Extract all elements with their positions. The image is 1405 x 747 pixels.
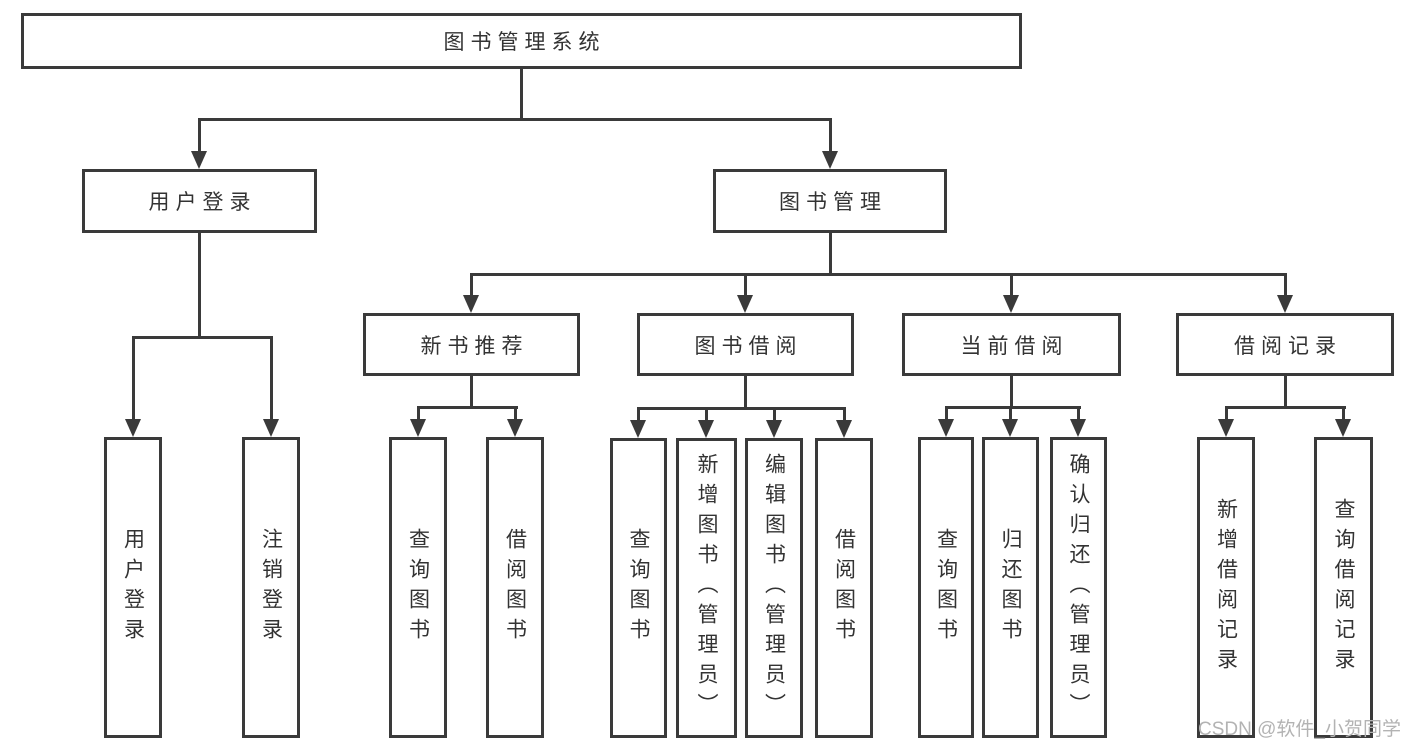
node-new-book-rec: 新书推荐 xyxy=(363,313,580,376)
connector-line xyxy=(637,407,846,410)
connector-line xyxy=(843,407,846,421)
arrow-down-icon xyxy=(507,419,523,437)
connector-line xyxy=(744,273,747,298)
node-rec-borrow-label: 借阅图书 xyxy=(503,527,527,648)
connector-line xyxy=(637,407,640,421)
arrow-down-icon xyxy=(737,295,753,313)
node-ul-login: 用户登录 xyxy=(104,437,162,738)
node-ul-login-label: 用户登录 xyxy=(121,527,145,648)
node-root: 图书管理系统 xyxy=(21,13,1022,69)
connector-line xyxy=(470,376,473,406)
connector-line xyxy=(132,336,273,339)
connector-line xyxy=(1009,406,1012,421)
connector-line xyxy=(1010,273,1013,298)
node-borrow-records-label: 借阅记录 xyxy=(1234,334,1342,358)
arrow-down-icon xyxy=(938,419,954,437)
node-cb-query-label: 查询图书 xyxy=(934,527,958,648)
node-bb-add: 新增图书（管理员） xyxy=(676,438,737,738)
connector-line xyxy=(270,336,273,421)
arrow-down-icon xyxy=(822,151,838,169)
connector-line xyxy=(520,69,523,118)
node-rec-query: 查询图书 xyxy=(389,437,447,738)
arrow-down-icon xyxy=(263,419,279,437)
connector-line xyxy=(829,118,832,153)
arrow-down-icon xyxy=(1335,419,1351,437)
arrow-down-icon xyxy=(1003,295,1019,313)
node-root-label: 图书管理系统 xyxy=(443,31,606,54)
connector-line xyxy=(470,273,1287,276)
node-bb-edit: 编辑图书（管理员） xyxy=(745,438,803,738)
connector-line xyxy=(417,406,518,409)
arrow-down-icon xyxy=(1277,295,1293,313)
node-user-login-label: 用户登录 xyxy=(148,191,257,214)
connector-line xyxy=(198,233,201,336)
connector-line xyxy=(1284,273,1287,298)
connector-line xyxy=(744,376,747,407)
node-cb-confirm: 确认归还（管理员） xyxy=(1050,437,1107,738)
connector-line xyxy=(1342,406,1345,421)
node-user-login: 用户登录 xyxy=(82,169,317,233)
arrow-down-icon xyxy=(766,420,782,438)
connector-line xyxy=(1225,406,1346,409)
node-cb-query: 查询图书 xyxy=(918,437,974,738)
node-br-add-label: 新增借阅记录 xyxy=(1214,497,1238,678)
node-bb-borrow-label: 借阅图书 xyxy=(832,528,856,648)
node-book-mgmt-label: 图书管理 xyxy=(779,191,887,214)
node-bb-borrow: 借阅图书 xyxy=(815,438,873,738)
node-br-query-label: 查询借阅记录 xyxy=(1332,497,1355,678)
node-current-borrow: 当前借阅 xyxy=(902,313,1121,376)
connector-line xyxy=(1010,376,1013,406)
node-new-book-rec-label: 新书推荐 xyxy=(420,334,529,358)
node-bb-add-label: 新增图书（管理员） xyxy=(695,453,718,723)
node-book-mgmt: 图书管理 xyxy=(713,169,947,233)
arrow-down-icon xyxy=(1218,419,1234,437)
arrow-down-icon xyxy=(410,419,426,437)
node-br-add: 新增借阅记录 xyxy=(1197,437,1255,738)
arrow-down-icon xyxy=(125,419,141,437)
node-bb-query: 查询图书 xyxy=(610,438,667,738)
connector-line xyxy=(417,406,420,421)
connector-line xyxy=(470,273,473,298)
connector-line xyxy=(705,407,708,421)
node-borrow-records: 借阅记录 xyxy=(1176,313,1394,376)
arrow-down-icon xyxy=(1070,419,1086,437)
connector-line xyxy=(132,336,135,421)
connector-line xyxy=(1225,406,1228,421)
arrow-down-icon xyxy=(191,151,207,169)
node-book-borrow-label: 图书借阅 xyxy=(694,334,803,358)
connector-line xyxy=(198,118,201,153)
arrow-down-icon xyxy=(463,295,479,313)
node-br-query: 查询借阅记录 xyxy=(1314,437,1373,738)
node-ul-logout-label: 注销登录 xyxy=(259,527,283,648)
connector-line xyxy=(198,118,832,121)
connector-line xyxy=(829,233,832,273)
connector-line xyxy=(773,407,776,421)
node-rec-borrow: 借阅图书 xyxy=(486,437,544,738)
node-book-borrow: 图书借阅 xyxy=(637,313,854,376)
arrow-down-icon xyxy=(630,420,646,438)
connector-line xyxy=(514,406,517,421)
node-rec-query-label: 查询图书 xyxy=(406,527,430,648)
node-current-borrow-label: 当前借阅 xyxy=(960,334,1069,358)
watermark: CSDN @软件_小贺同学 xyxy=(1198,719,1401,740)
node-cb-confirm-label: 确认归还（管理员） xyxy=(1067,452,1090,723)
arrow-down-icon xyxy=(1002,419,1018,437)
arrow-down-icon xyxy=(836,420,852,438)
node-bb-edit-label: 编辑图书（管理员） xyxy=(762,453,786,723)
connector-line xyxy=(945,406,948,421)
node-cb-return: 归还图书 xyxy=(982,437,1039,738)
connector-line xyxy=(1284,376,1287,406)
connector-line xyxy=(945,406,1081,409)
node-cb-return-label: 归还图书 xyxy=(999,527,1022,648)
connector-line xyxy=(1077,406,1080,421)
node-ul-logout: 注销登录 xyxy=(242,437,300,738)
node-bb-query-label: 查询图书 xyxy=(627,528,650,648)
arrow-down-icon xyxy=(698,420,714,438)
